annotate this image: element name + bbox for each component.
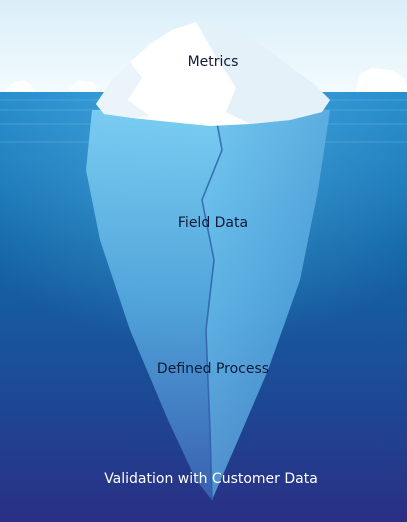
- label-tip: Metrics: [188, 54, 239, 70]
- iceberg-crack: [201, 111, 223, 501]
- label-upper: Field Data: [178, 215, 248, 231]
- label-middle: Defined Process: [157, 361, 269, 377]
- iceberg-tip-shadow: [196, 22, 330, 124]
- iceberg-underwater-facet: [202, 110, 330, 500]
- distant-floe-right: [355, 68, 407, 92]
- distant-floe-mid: [68, 80, 100, 90]
- iceberg-tip-shade-left: [96, 62, 150, 118]
- distant-floe-left: [6, 80, 36, 92]
- label-base: Validation with Customer Data: [104, 471, 318, 487]
